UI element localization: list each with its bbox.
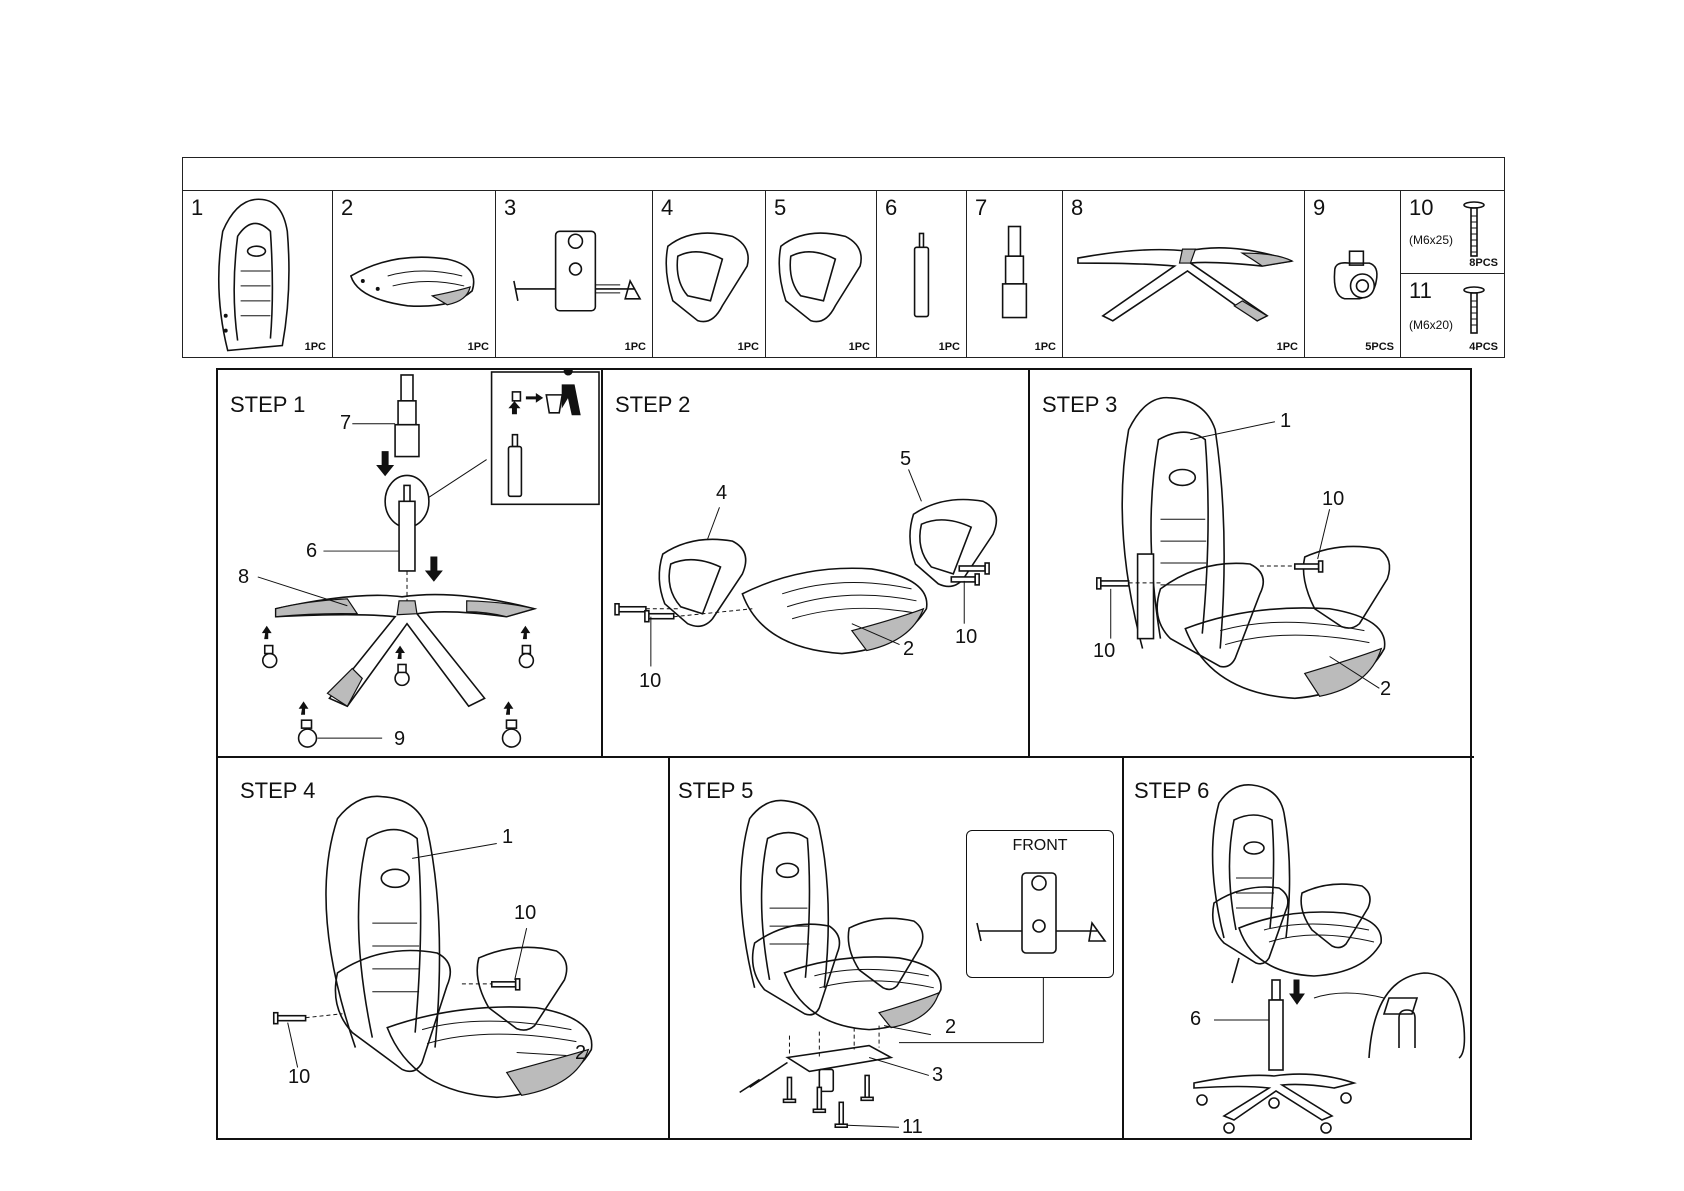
step-6-panel: STEP 6 6 — [1124, 758, 1470, 1138]
part-quantity: 8PCS — [1469, 257, 1498, 269]
part-number: 8 — [1071, 195, 1084, 220]
part-number: 6 — [885, 195, 898, 220]
callout-6: 6 — [1190, 1008, 1202, 1030]
step-2-illustration — [614, 469, 998, 667]
armrest-left-illustration — [665, 232, 749, 323]
part-cell-hardware: 10 (M6x25) 8PCS 11 (M6x20) 4PCS — [1401, 191, 1504, 357]
part-cell-seat: 2 1PC — [333, 191, 496, 357]
bolt-icon — [1463, 286, 1485, 334]
caster-group — [261, 644, 535, 748]
callout-2: 2 — [1380, 678, 1392, 700]
step-4-panel: STEP 4 1 10 10 2 — [218, 758, 670, 1138]
step-1-panel: STEP 1 — [218, 370, 603, 758]
callout-10: 10 — [288, 1066, 311, 1088]
hardware-divider — [1401, 273, 1504, 274]
part-quantity: 1PC — [1276, 341, 1298, 353]
step-title: STEP 5 — [678, 778, 754, 803]
step-title: STEP 2 — [615, 392, 691, 417]
step-title: STEP 6 — [1134, 778, 1210, 803]
backrest-illustration — [217, 198, 290, 352]
assembly-steps: STEP 1 — [216, 368, 1474, 1140]
part-cell-backrest: 1 1PC — [183, 191, 333, 357]
bolt-icon — [1463, 201, 1485, 257]
part-cell-mechanism: 3 1PC — [496, 191, 653, 357]
part-number: 5 — [774, 195, 787, 220]
callout-1: 1 — [1280, 410, 1292, 432]
base-illustration — [1077, 247, 1294, 322]
armrest-right-illustration — [778, 232, 862, 323]
step-title: STEP 3 — [1042, 392, 1118, 417]
part-quantity: 1PC — [467, 341, 489, 353]
part-cell-caster: 9 5PCS — [1305, 191, 1401, 357]
front-label: FRONT — [1012, 837, 1068, 854]
step-6-illustration — [1193, 784, 1466, 1134]
callout-10: 10 — [514, 902, 537, 924]
callout-4: 4 — [716, 482, 728, 504]
step-title: STEP 4 — [240, 778, 316, 803]
part-number: 3 — [504, 195, 517, 220]
callout-6: 6 — [306, 540, 318, 562]
part-number: 9 — [1313, 195, 1326, 220]
part-number: 1 — [191, 195, 204, 220]
step-3-panel: STEP 3 1 10 10 2 — [1030, 370, 1474, 758]
part-number: 4 — [661, 195, 674, 220]
step-3-illustration — [1096, 396, 1391, 700]
part-cell-cover: 7 1PC — [967, 191, 1063, 357]
callout-7: 7 — [340, 412, 352, 434]
part-quantity: 1PC — [304, 341, 326, 353]
hardware-size: (M6x25) — [1409, 233, 1454, 247]
step-1-illustration — [257, 370, 600, 748]
step-5-illustration — [739, 799, 1044, 1129]
part-cell-gas-lift: 6 1PC — [877, 191, 967, 357]
part-number: 11 — [1409, 278, 1432, 303]
mechanism-front-illustration — [976, 872, 1107, 954]
part-cell-right-armrest: 5 1PC — [766, 191, 877, 357]
part-number: 10 — [1409, 195, 1434, 220]
front-orientation-inset: FRONT — [966, 830, 1114, 978]
part-quantity: 1PC — [938, 341, 960, 353]
parts-table-header — [183, 158, 1504, 191]
mechanism-illustration — [513, 230, 642, 312]
hardware-m6x25: 10 (M6x25) 8PCS — [1401, 191, 1504, 273]
callout-11: 11 — [902, 1116, 923, 1138]
part-number: 2 — [341, 195, 354, 220]
callout-10: 10 — [1322, 488, 1345, 510]
step-title: STEP 1 — [230, 392, 306, 417]
hardware-size: (M6x20) — [1409, 318, 1454, 332]
callout-3: 3 — [932, 1064, 944, 1086]
callout-9: 9 — [394, 728, 406, 750]
callout-1: 1 — [502, 826, 514, 848]
part-cell-left-armrest: 4 1PC — [653, 191, 766, 357]
part-quantity: 1PC — [624, 341, 646, 353]
callout-5: 5 — [900, 448, 912, 470]
step-4-illustration — [272, 795, 593, 1099]
callout-10: 10 — [955, 626, 978, 648]
step-2-panel: STEP 2 4 5 10 10 — [603, 370, 1030, 758]
cover-illustration — [1001, 225, 1028, 319]
hardware-m6x20: 11 (M6x20) 4PCS — [1401, 274, 1504, 357]
parts-list-table: 1 1PC 2 1PC 3 1PC — [182, 157, 1505, 358]
part-cell-base: 8 1PC — [1063, 191, 1305, 357]
callout-2: 2 — [945, 1016, 957, 1038]
part-quantity: 1PC — [737, 341, 759, 353]
callout-8: 8 — [238, 566, 250, 588]
part-quantity: 5PCS — [1365, 341, 1394, 353]
callout-10: 10 — [1093, 640, 1116, 662]
callout-2: 2 — [575, 1042, 587, 1064]
part-quantity: 1PC — [1034, 341, 1056, 353]
gas-lift-illustration — [913, 232, 930, 318]
part-quantity: 1PC — [848, 341, 870, 353]
step-5-panel: STEP 5 — [670, 758, 1124, 1138]
part-quantity: 4PCS — [1469, 341, 1498, 353]
callout-10: 10 — [639, 670, 662, 692]
caster-illustration — [1333, 250, 1378, 300]
part-number: 7 — [975, 195, 988, 220]
seat-illustration — [349, 256, 475, 308]
callout-2: 2 — [903, 638, 915, 660]
